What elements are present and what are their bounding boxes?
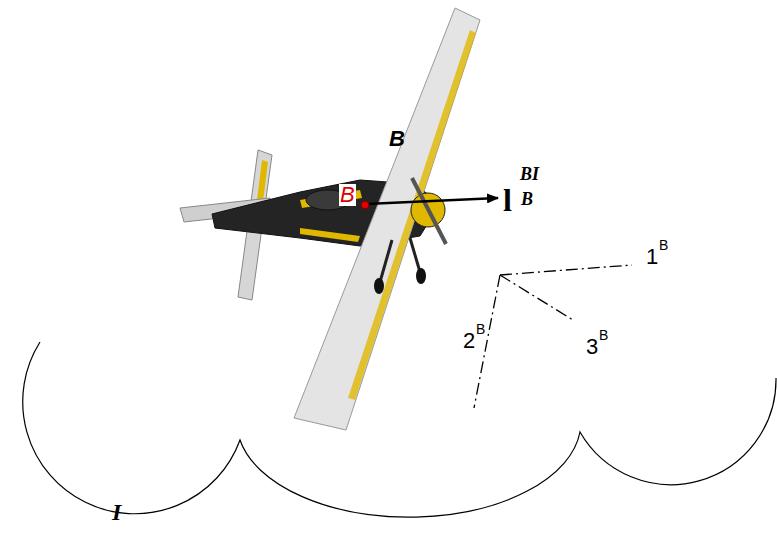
vector-symbol: l: [503, 184, 512, 216]
axis-superscript: B: [659, 238, 668, 252]
axis-number: 1: [646, 246, 658, 268]
cloud-region: I: [0, 330, 777, 536]
vector-subscript: B: [521, 190, 533, 208]
axis-number: 3: [586, 336, 598, 358]
frame-name: I: [112, 500, 121, 524]
axis-superscript: B: [599, 328, 608, 342]
vector-superscript: BI: [520, 165, 539, 183]
point-name: B: [339, 184, 356, 206]
frame-name: B: [389, 128, 405, 150]
axis-superscript: B: [475, 322, 486, 336]
